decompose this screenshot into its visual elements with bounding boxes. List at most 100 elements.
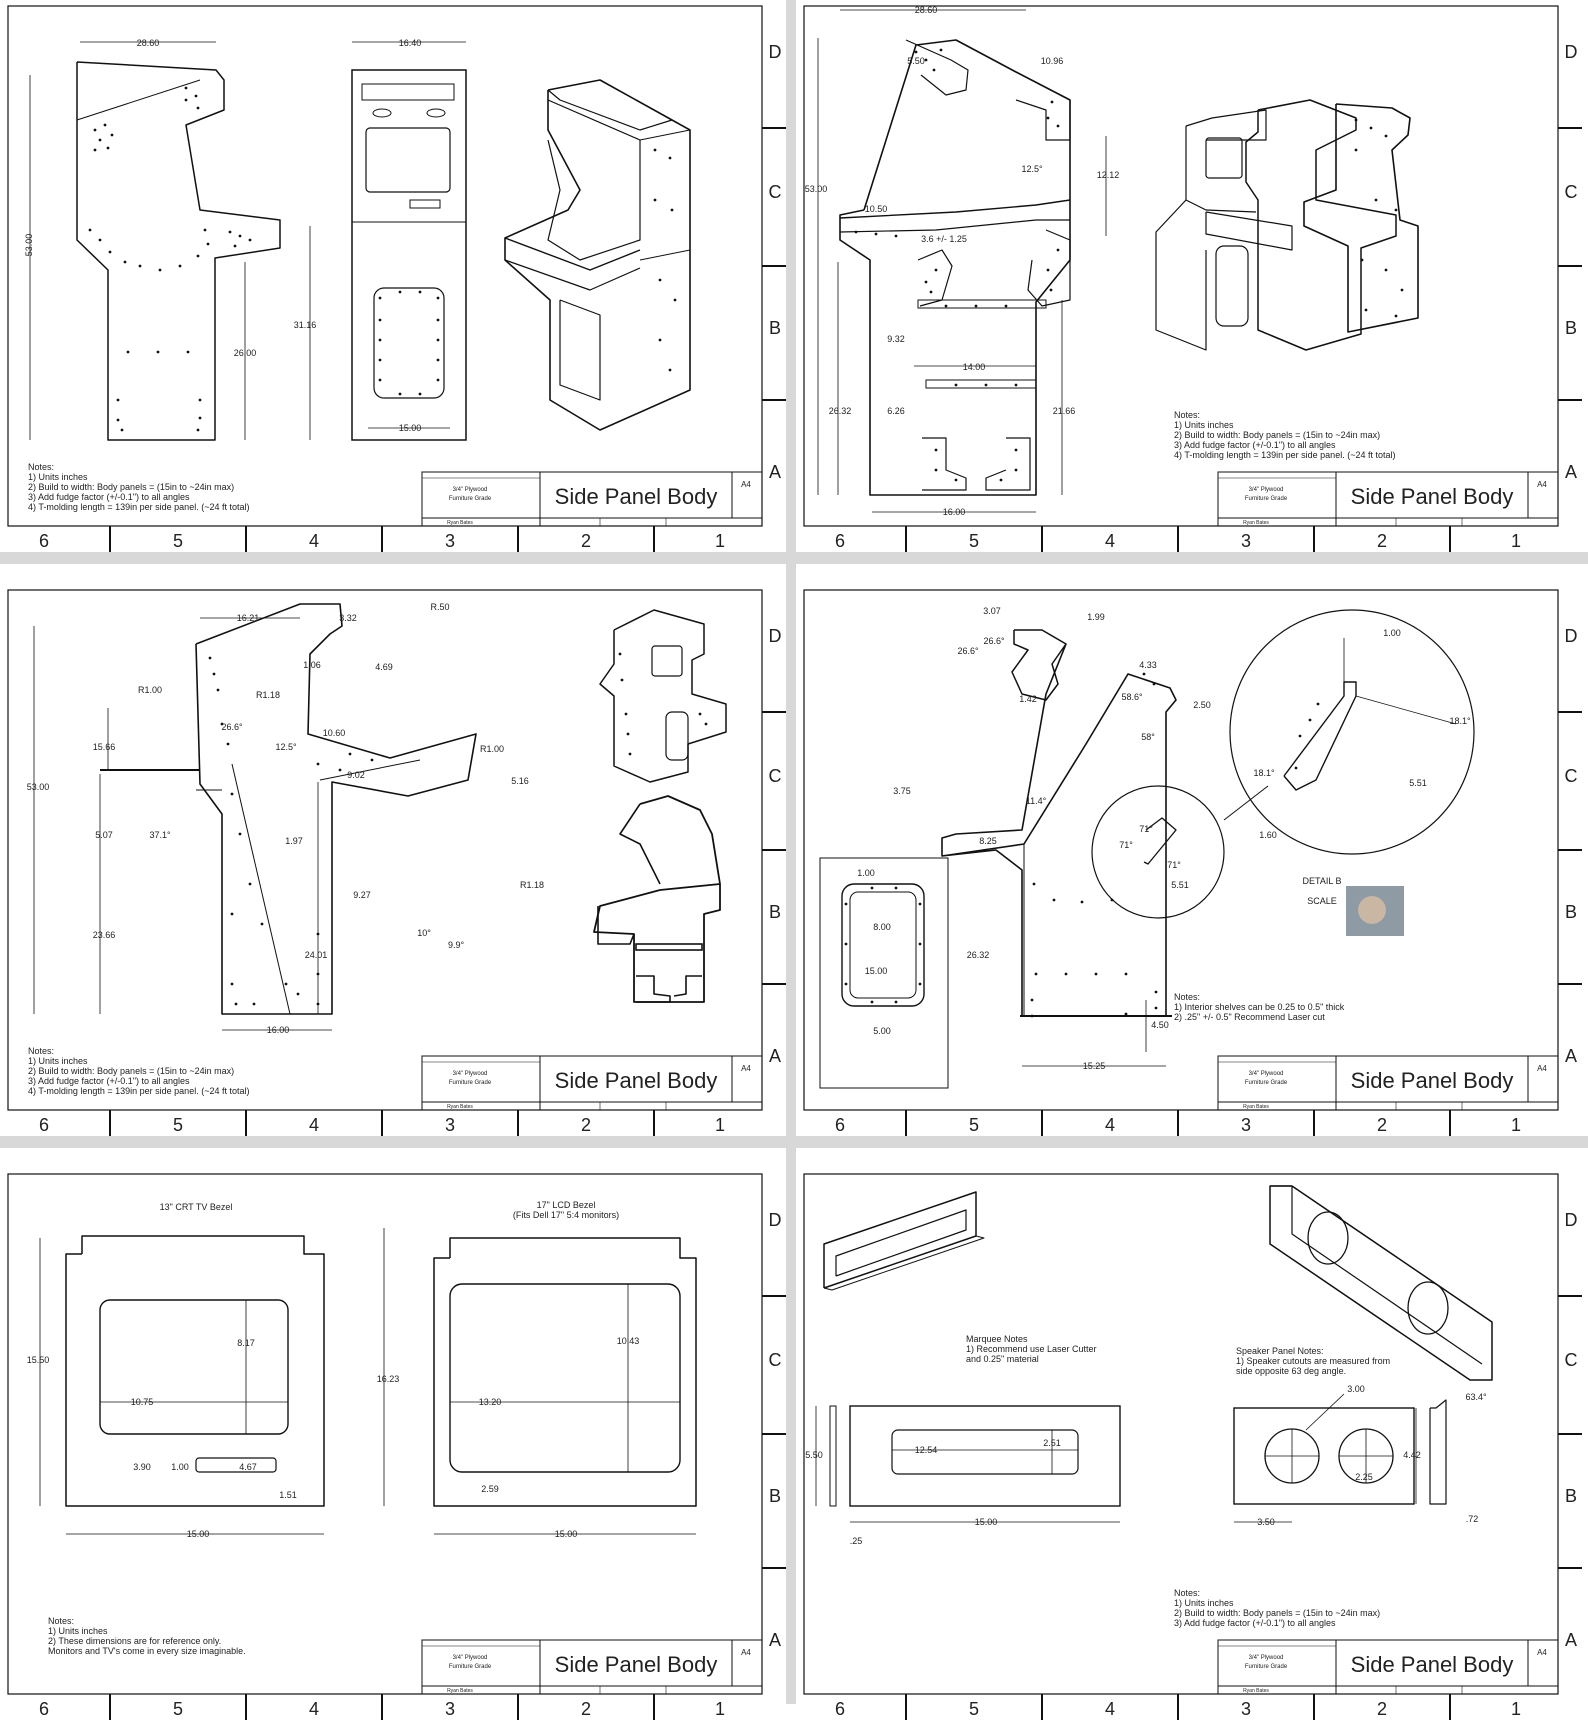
screw-hole — [194, 94, 198, 98]
screw-hole — [93, 128, 97, 132]
screw-hole — [116, 418, 120, 422]
screw-hole — [230, 982, 234, 986]
access-door-iso — [559, 299, 601, 401]
screw-hole — [212, 672, 216, 676]
dimension-label: 3.50 — [1257, 1517, 1275, 1527]
dimension-label: 1.00 — [857, 868, 875, 878]
dimension-label: 10.43 — [617, 1336, 640, 1346]
screw-hole — [198, 416, 202, 420]
note-line: Notes: — [28, 462, 54, 472]
cabinet-top-edge — [547, 89, 673, 131]
zone-letter: B — [1565, 1486, 1577, 1506]
screw-hole — [418, 290, 422, 294]
lcd-bezel-title: 17" LCD Bezel — [537, 1200, 596, 1210]
screw-hole — [126, 350, 130, 354]
screw-hole — [932, 68, 936, 72]
note-line: 3) Add fudge factor (+/-0.1") to all ang… — [1174, 440, 1336, 450]
dimension-label: 16.40 — [399, 38, 422, 48]
dimension-label: 15.00 — [555, 1529, 578, 1539]
corner-bracket — [985, 437, 1031, 491]
dimension-label: 53.00 — [24, 234, 34, 257]
zone-number: 6 — [39, 1115, 49, 1135]
zone-letter: D — [769, 626, 782, 646]
dimension-label: 26.6° — [957, 646, 979, 656]
screw-hole — [626, 732, 630, 736]
screw-hole — [1400, 288, 1404, 292]
title-block-frame — [1217, 1639, 1559, 1695]
note-line: 1) Units inches — [1174, 420, 1234, 430]
speaker-isometric-hole — [1407, 1281, 1449, 1335]
screw-hole — [1364, 308, 1368, 312]
screw-hole — [1124, 972, 1128, 976]
material-line: 3/4" Plywood — [1249, 1655, 1284, 1661]
dimension-label: 10.75 — [131, 1397, 154, 1407]
control-shelf-lower — [839, 219, 1070, 233]
screw-hole — [116, 398, 120, 402]
material-line: Furniture Grade — [449, 1664, 492, 1670]
dimension-label: 26.32 — [829, 406, 852, 416]
note-line: 3) Add fudge factor (+/-0.1") to all ang… — [28, 1076, 190, 1086]
frame-corner — [673, 975, 702, 997]
screw-hole — [378, 296, 382, 300]
screw-hole — [1294, 766, 1298, 770]
screw-hole — [894, 234, 898, 238]
dimension-label: 4.50 — [1151, 1020, 1169, 1030]
top-bracket — [1015, 71, 1071, 141]
dimension-label: 1.97 — [285, 836, 303, 846]
dimension-label: 2.59 — [481, 1484, 499, 1494]
dimension-label: 15.66 — [93, 742, 116, 752]
zone-number: 2 — [581, 531, 591, 551]
zone-number: 5 — [969, 1699, 979, 1719]
note-line: Notes: — [48, 1616, 74, 1626]
dimension-label: 5.51 — [1171, 880, 1189, 890]
note-line: 1) Speaker cutouts are measured from — [1236, 1356, 1390, 1366]
screw-hole — [1154, 990, 1158, 994]
zone-number: 6 — [39, 1699, 49, 1719]
dimension-label: 2.50 — [1193, 700, 1211, 710]
zone-letter: D — [1565, 1210, 1578, 1230]
marquee-edge — [76, 79, 201, 121]
paper-size: A4 — [1537, 1064, 1547, 1073]
marquee-isometric-edge — [823, 1235, 985, 1291]
paper-size: A4 — [1537, 1648, 1547, 1657]
screw-hole — [120, 428, 124, 432]
zone-letter: B — [769, 902, 781, 922]
dimension-label: 9.27 — [353, 890, 371, 900]
dimension-label: 2.25 — [1355, 1472, 1373, 1482]
screw-hole — [1064, 972, 1068, 976]
dimension-label: 5.50 — [907, 56, 925, 66]
dimension-label: 5.16 — [511, 776, 529, 786]
dimension-label: 58° — [1141, 732, 1155, 742]
zone-letter: D — [1565, 626, 1578, 646]
sheet-title: Side Panel Body — [555, 484, 718, 509]
dimension-label: 1.00 — [1383, 628, 1401, 638]
screw-hole — [248, 238, 252, 242]
note-line: 4) T-molding length = 139in per side pan… — [28, 502, 249, 512]
dimension-label: 1.42 — [1019, 694, 1037, 704]
zone-letter: A — [1565, 1630, 1577, 1650]
screw-hole — [1394, 208, 1398, 212]
material-line: 3/4" Plywood — [453, 1071, 488, 1077]
dimension-label: 5.00 — [873, 1026, 891, 1036]
title-block-frame — [1217, 471, 1559, 527]
screw-hole — [628, 752, 632, 756]
note-line: and 0.25" material — [966, 1354, 1039, 1364]
access-door — [373, 287, 445, 399]
dimension-label: 8.00 — [873, 922, 891, 932]
screw-hole — [436, 318, 440, 322]
dimension-label: R1.18 — [520, 880, 544, 890]
leader-line — [1305, 1393, 1345, 1431]
zone-number: 5 — [969, 531, 979, 551]
zone-number: 4 — [309, 1699, 319, 1719]
